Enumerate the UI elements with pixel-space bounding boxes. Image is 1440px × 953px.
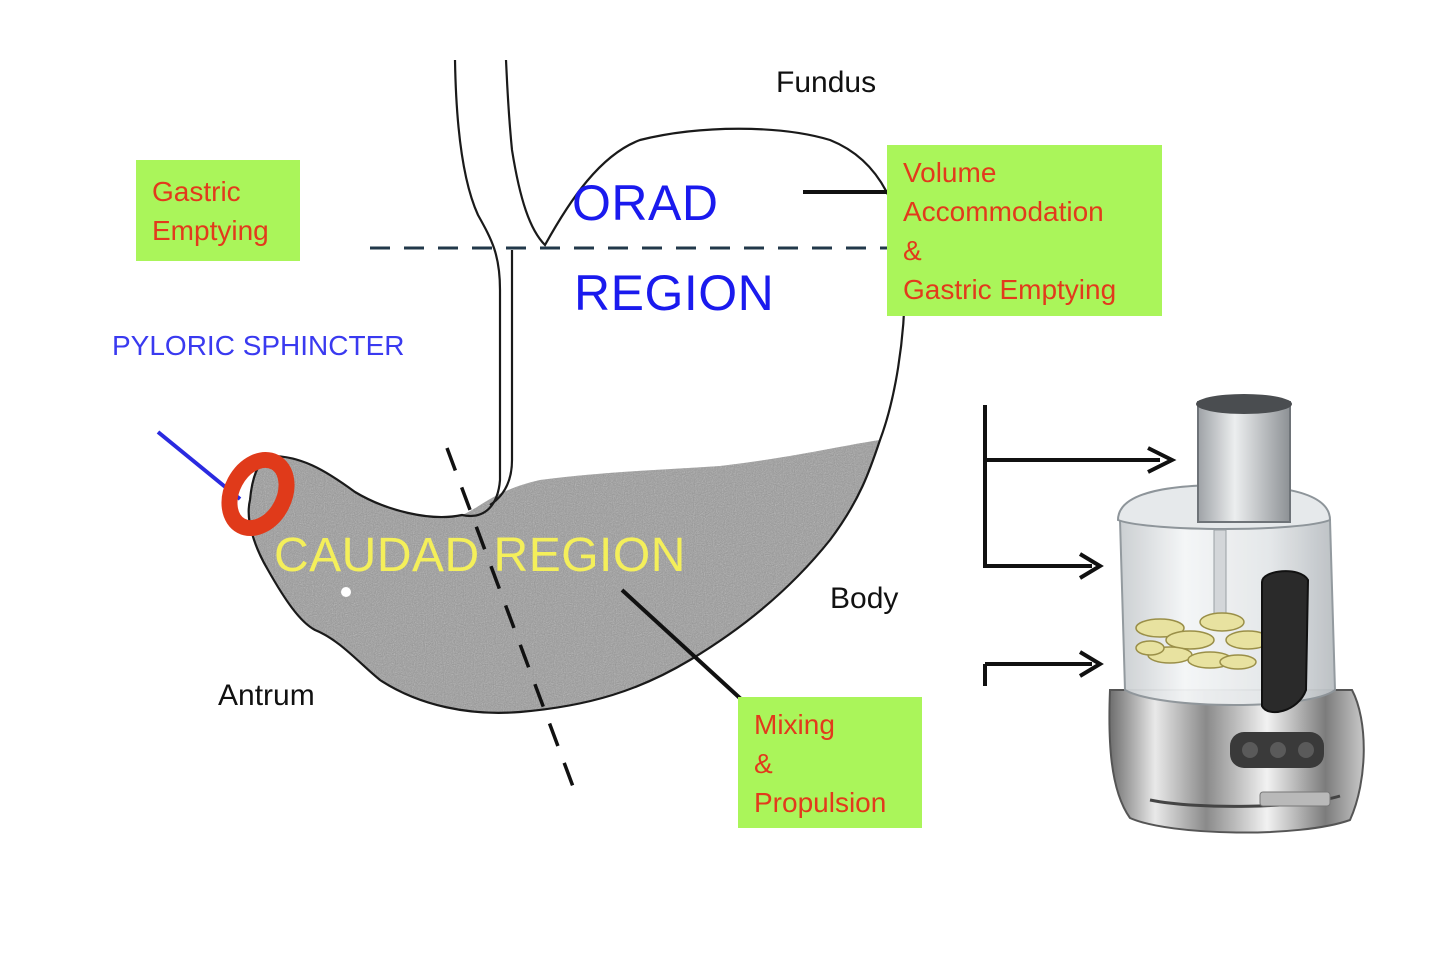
white-dot [341,587,351,597]
orad-region-label-line2: REGION [574,265,775,321]
pyloric-sphincter-ring [221,451,295,537]
gastric-emptying-box: Gastric Emptying [136,160,300,261]
food-processor-icon [1108,394,1365,834]
stomach-outline [247,59,907,714]
orad-region-label-line1: ORAD [572,175,719,231]
mixing-propulsion-line: Propulsion [754,787,887,818]
antrum-divider [445,447,580,801]
volume-accommodation-line: Accommodation [903,196,1104,227]
fundus-label: Fundus [776,66,877,99]
caudad-connector [620,588,744,702]
volume-accommodation-line: Volume [903,157,997,188]
mixing-propulsion-box: Mixing & Propulsion [738,697,922,828]
volume-accommodation-line: Gastric Emptying [903,274,1117,305]
volume-accommodation-box: Volume Accommodation & Gastric Emptying [887,145,1162,316]
body-label: Body [830,582,899,615]
gastric-emptying-line: Gastric [152,176,241,207]
pyloric-sphincter-label: PYLORIC SPHINCTER [112,330,405,361]
mixing-propulsion-line: & [754,748,773,779]
gastric-emptying-line: Emptying [152,215,269,246]
caudad-fill [248,440,881,713]
processor-arrows [983,405,1177,686]
esophagus-inner [489,250,514,506]
volume-accommodation-line: & [903,235,922,266]
antrum-label: Antrum [218,679,315,712]
caudad-region-label: CAUDAD REGION [274,529,686,582]
mixing-propulsion-line: Mixing [754,709,835,740]
